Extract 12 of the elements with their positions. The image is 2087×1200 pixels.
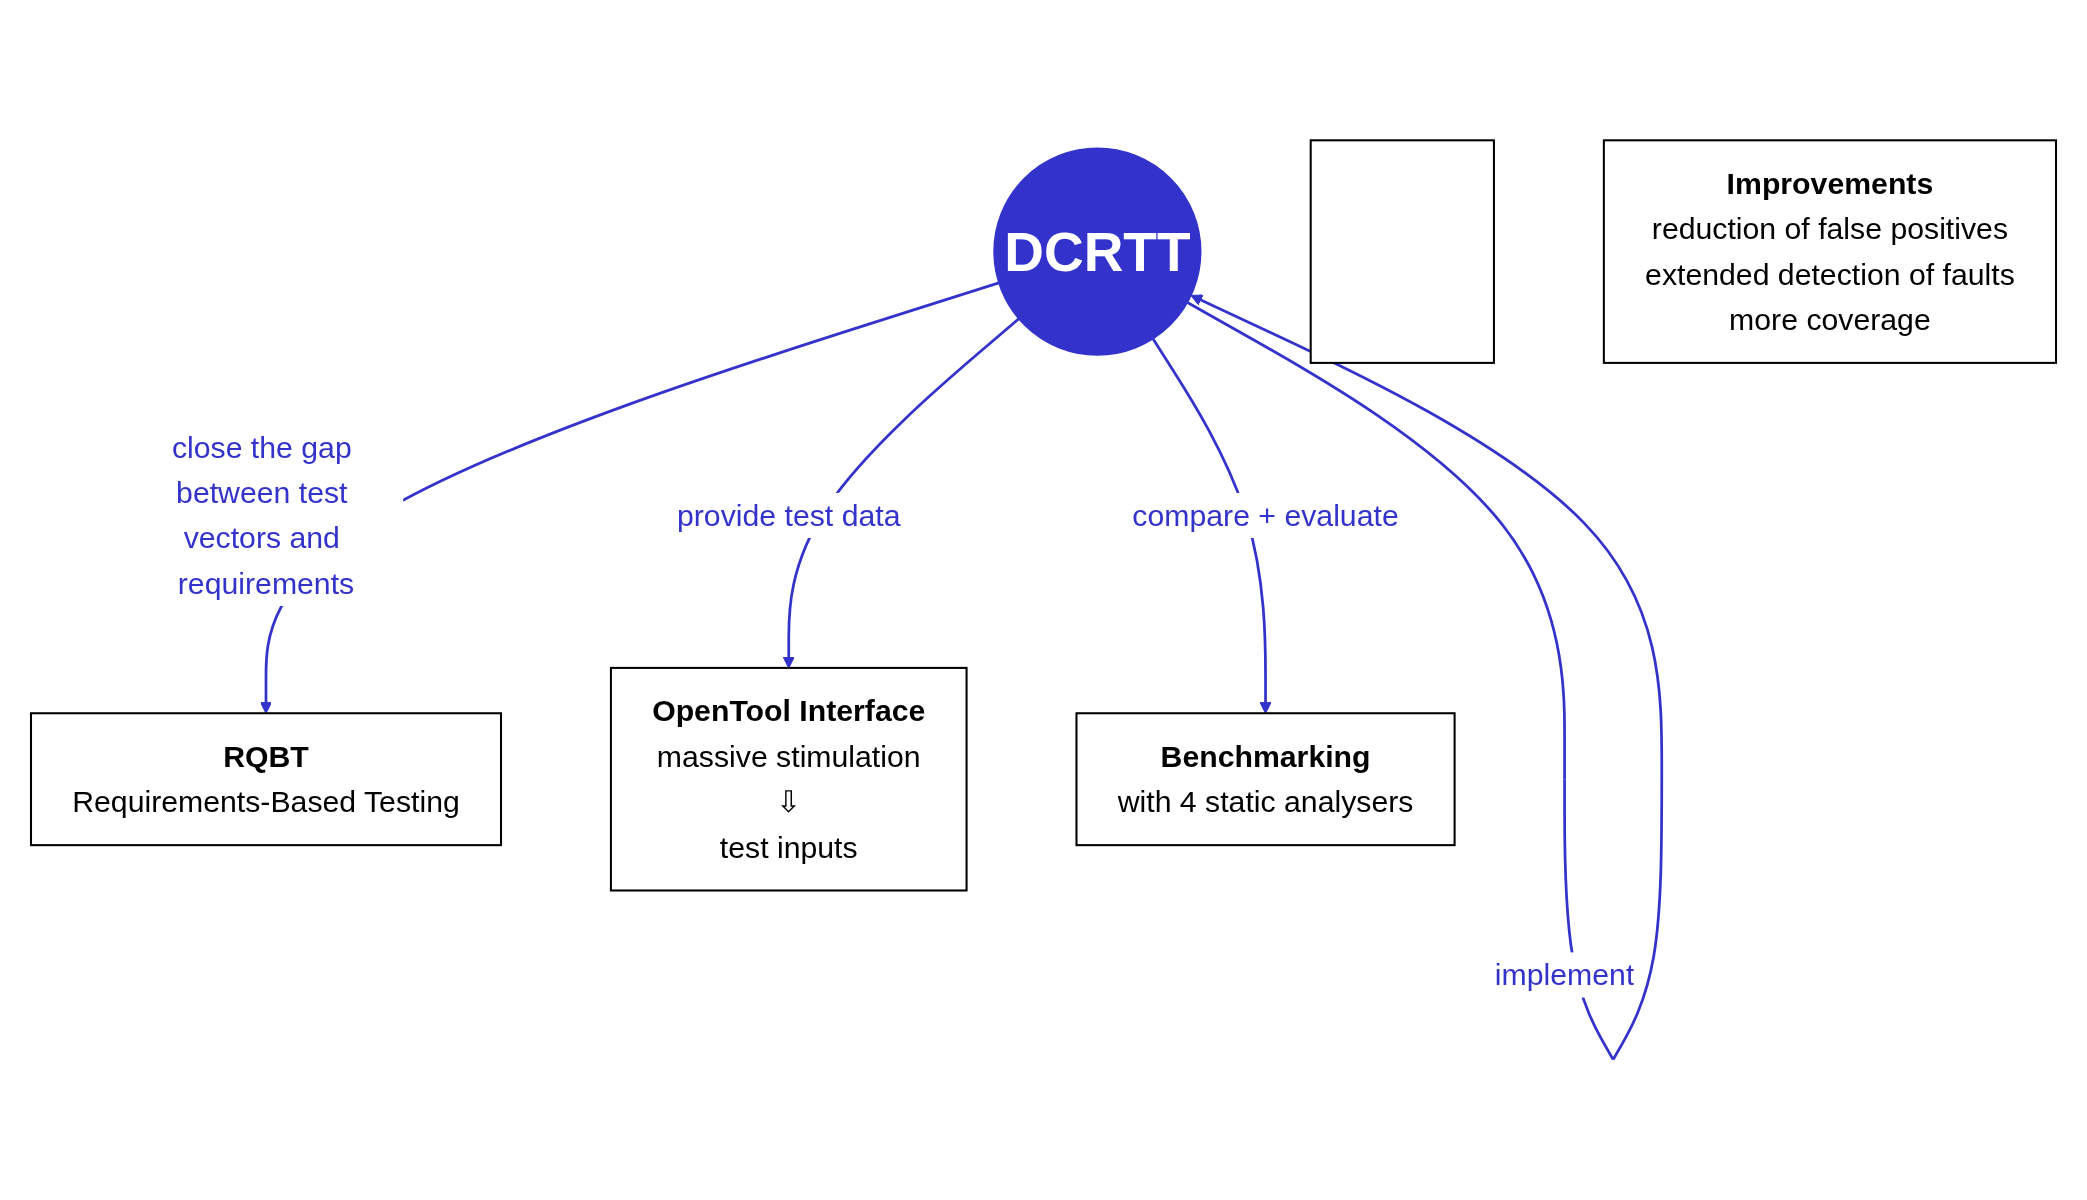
node-box: Benchmarking with 4 static analysers (1075, 712, 1456, 847)
node-circle: DCRTT (993, 147, 1202, 356)
edge-label: provide test data (676, 498, 901, 533)
edge-label: close the gap between test vectors and requirements (171, 430, 355, 601)
node-box (1309, 139, 1495, 364)
node-box: Improvements reduction of false positives extended detection of faults more coverage (1602, 139, 2058, 364)
arrow (1151, 338, 1272, 714)
edge-label: compare + evaluate (1132, 498, 1399, 533)
edge-label: implement (1494, 957, 1635, 993)
node-box: OpenTool Interface massive stimulation ⇩ test inputs (609, 666, 968, 892)
arrow (259, 281, 1000, 714)
node-box: RQBT Requirements-Based Testing (29, 712, 503, 847)
